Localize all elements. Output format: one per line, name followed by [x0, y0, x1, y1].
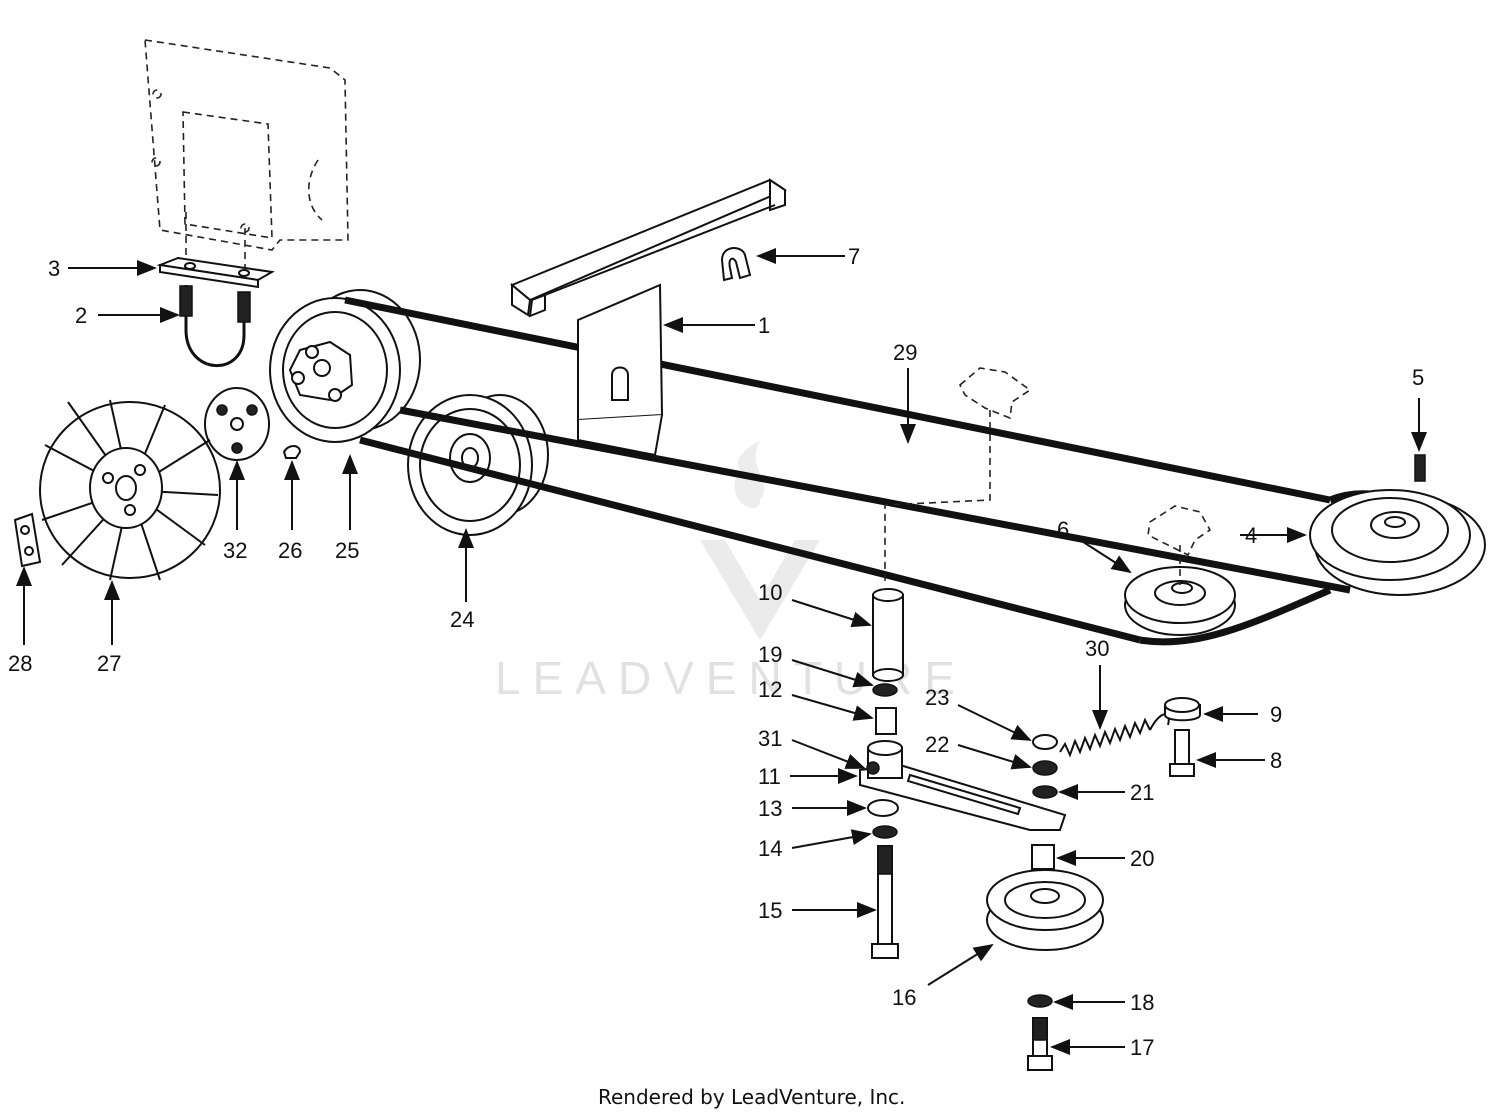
callout-28: 28 [8, 651, 32, 676]
fan-hub [204, 387, 270, 461]
callout-11: 11 [758, 764, 781, 789]
mount-bracket [510, 178, 788, 457]
washer-14 [872, 825, 898, 839]
flat-idler-pulley [986, 869, 1104, 951]
callout-8: 8 [1270, 748, 1282, 773]
callout-5: 5 [1412, 365, 1424, 390]
callout-3: 3 [48, 256, 60, 281]
cooling-fan [39, 399, 221, 581]
callout-22: 22 [925, 732, 949, 757]
callout-26: 26 [278, 538, 302, 563]
shoulder-bolt [871, 845, 899, 959]
bolt-8 [1169, 729, 1195, 777]
callout-20: 20 [1130, 846, 1154, 871]
leader-arrows [15, 248, 1427, 1055]
callout-2: 2 [75, 303, 87, 328]
mounting-plate [156, 256, 276, 289]
callout-30: 30 [1085, 636, 1109, 661]
bushing-12 [875, 707, 897, 735]
callout-19: 19 [758, 642, 782, 667]
nut-22 [1032, 760, 1058, 776]
callout-16: 16 [892, 985, 916, 1010]
engine-pulley [269, 289, 421, 443]
callout-13: 13 [758, 796, 782, 821]
star-nut-lower [1147, 505, 1212, 557]
idler-arm [859, 740, 1067, 831]
washer-13 [867, 799, 899, 817]
bushing-20 [1031, 844, 1055, 870]
callout-4: 4 [1245, 523, 1257, 548]
callout-31: 31 [758, 726, 782, 751]
callout-29: 29 [893, 340, 917, 365]
callout-21: 21 [1130, 780, 1154, 805]
callout-1: 1 [758, 313, 770, 338]
callout-6: 6 [1057, 517, 1069, 542]
callout-14: 14 [758, 836, 782, 861]
callout-10: 10 [758, 580, 782, 605]
nut-23 [1032, 734, 1058, 750]
bolt-17 [1027, 1017, 1053, 1071]
callout-15: 15 [758, 898, 782, 923]
callout-25: 25 [335, 538, 359, 563]
washer-19 [872, 683, 898, 697]
callout-18: 18 [1130, 990, 1154, 1015]
washer-18 [1027, 994, 1053, 1008]
washer-21 [1032, 785, 1058, 799]
fan-plate [13, 512, 42, 568]
callout-23: 23 [925, 685, 949, 710]
transmission-pulley [1309, 489, 1486, 596]
callout-24: 24 [450, 607, 474, 632]
tension-spring [1059, 713, 1170, 758]
callout-7: 7 [848, 244, 860, 269]
woodruff-key [282, 445, 302, 459]
callout-9: 9 [1270, 702, 1282, 727]
star-nut-upper [959, 367, 1032, 420]
callout-32: 32 [223, 538, 247, 563]
spacer-tube [872, 588, 904, 682]
set-screw [1414, 454, 1426, 482]
engine-outline [144, 39, 349, 270]
callout-17: 17 [1130, 1035, 1154, 1060]
belt-clip [720, 247, 752, 282]
pulley-6 [1124, 566, 1236, 636]
spacer-9 [1164, 697, 1201, 722]
u-bolt [179, 285, 251, 368]
callout-12: 12 [758, 677, 782, 702]
footer-credit: Rendered by LeadVenture, Inc. [598, 1085, 905, 1109]
callout-27: 27 [97, 651, 121, 676]
callout-labels: 3 2 1 4 5 6 7 8 9 10 11 12 13 14 15 16 1… [8, 244, 1424, 1060]
